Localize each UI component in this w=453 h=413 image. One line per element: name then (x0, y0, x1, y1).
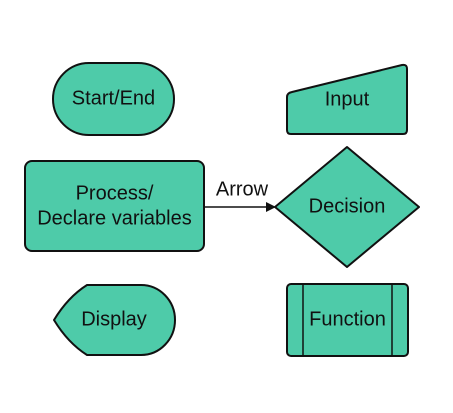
process-rectangle (24, 160, 205, 252)
decision-shape: Decision (274, 146, 420, 268)
input-label: Input (325, 88, 370, 110)
start-end-shape: Start/End (52, 62, 175, 136)
input-shape: Input (286, 63, 408, 135)
process-shape: Process/ Declare variables (24, 160, 205, 252)
display-label: Display (81, 308, 147, 330)
decision-label: Decision (309, 195, 386, 217)
process-label-line2: Declare variables (37, 207, 192, 229)
function-label: Function (309, 308, 386, 330)
input-trapezoid (286, 63, 408, 135)
arrow-head-icon (266, 202, 276, 212)
process-label-line1: Process/ (76, 182, 154, 204)
arrow-label: Arrow (216, 178, 269, 200)
decision-diamond (274, 146, 420, 268)
display-shape: Display (53, 284, 176, 356)
function-rectangle (286, 283, 409, 357)
function-shape: Function (286, 283, 409, 357)
display-symbol (53, 284, 176, 356)
start-end-terminator (52, 62, 175, 136)
start-end-label: Start/End (72, 87, 155, 109)
arrow-connector: Arrow (204, 178, 276, 212)
